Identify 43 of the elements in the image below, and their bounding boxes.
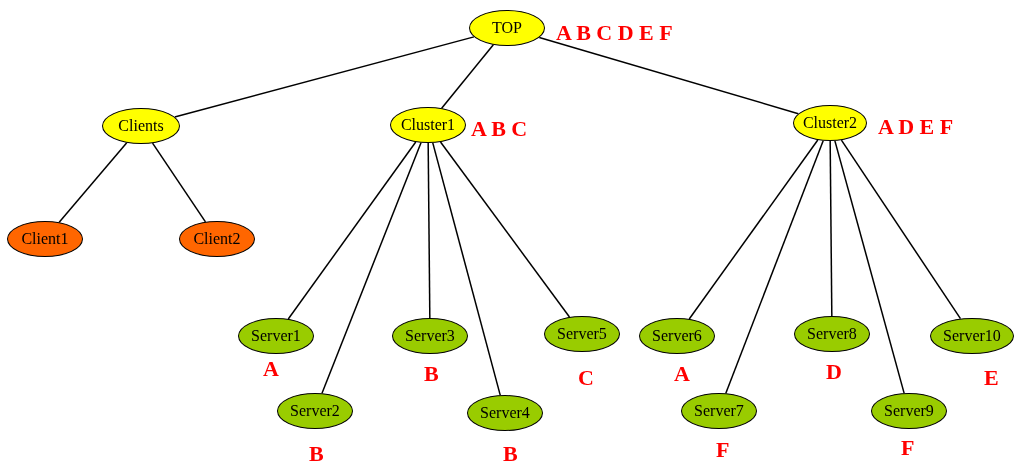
connector-line <box>688 139 819 320</box>
group-letters: F <box>901 437 915 459</box>
ellipse-node: Server5 <box>544 316 620 352</box>
ellipse-node: Cluster2 <box>793 105 867 141</box>
connector-line <box>440 44 495 109</box>
connector-line <box>834 140 905 394</box>
connector-line <box>725 139 824 395</box>
connector-line <box>840 139 962 320</box>
ellipse-node: TOP <box>469 10 545 46</box>
connector-line <box>287 141 417 320</box>
connector-line <box>439 141 571 318</box>
ellipse-node: Server4 <box>467 395 543 431</box>
ellipse-node: Server2 <box>277 393 353 429</box>
group-letters: C <box>578 367 594 389</box>
ellipse-node: Server8 <box>794 316 870 352</box>
ellipse-node: Client1 <box>7 221 83 257</box>
ellipse-node: Client2 <box>179 221 255 257</box>
ellipse-node: Server10 <box>930 318 1014 354</box>
connector-line <box>174 36 475 118</box>
group-letters: E <box>984 367 999 389</box>
ellipse-node: Server1 <box>238 318 314 354</box>
group-letters: F <box>716 439 730 461</box>
connector-line <box>538 36 800 115</box>
ellipse-node: Clients <box>102 108 180 144</box>
group-letters: A <box>263 358 279 380</box>
ellipse-node: Server6 <box>639 318 715 354</box>
group-letters: B <box>424 363 439 385</box>
connector-line <box>151 142 207 223</box>
ellipse-node: Server7 <box>681 393 757 429</box>
group-letters: A B C <box>471 118 528 140</box>
connector-line <box>829 140 833 317</box>
connector-line <box>321 141 422 395</box>
ellipse-node: Server9 <box>871 393 947 429</box>
group-letters: A B C D E F <box>556 22 673 44</box>
group-letters: A <box>674 363 690 385</box>
ellipse-node: Cluster1 <box>390 107 466 143</box>
group-letters: B <box>309 443 324 465</box>
group-letters: D <box>826 361 842 383</box>
connector-line <box>427 142 431 319</box>
ellipse-node: Server3 <box>392 318 468 354</box>
group-letters: B <box>503 443 518 465</box>
group-letters: A D E F <box>878 116 954 138</box>
connector-line <box>432 142 501 396</box>
